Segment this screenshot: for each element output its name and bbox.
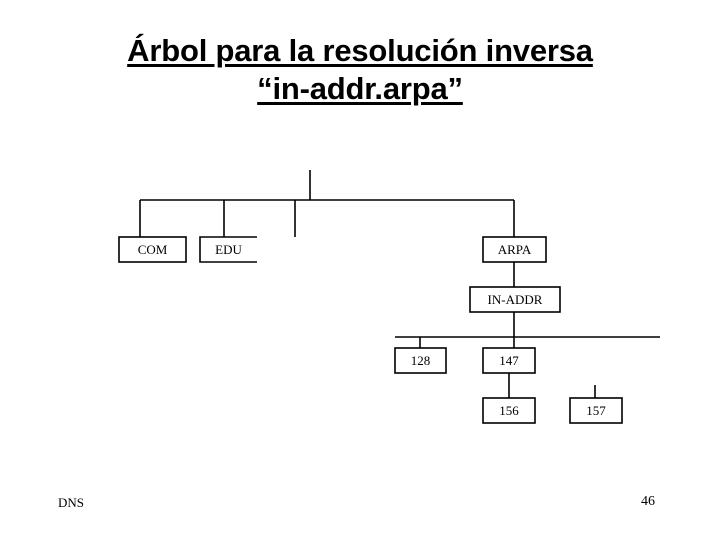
node-outline-156 — [482, 397, 536, 424]
tree-node-com[interactable]: COM — [118, 236, 187, 263]
node-outline-com — [118, 236, 187, 263]
title-line-1-text: Árbol para la resolución inversa — [127, 33, 593, 68]
node-outline-in-addr — [469, 286, 561, 313]
node-label-157: 157 — [586, 403, 606, 418]
node-label-in-addr: IN-ADDR — [488, 292, 543, 307]
tree-node-in-addr[interactable]: IN-ADDR — [469, 286, 561, 313]
node-label-arpa: ARPA — [498, 242, 532, 257]
nodes-layer: COM EDU ARPA IN-ADDR 128 147 156 157 — [118, 236, 623, 424]
page-number: 46 — [641, 494, 655, 509]
node-label-com: COM — [138, 242, 168, 257]
node-outline-arpa — [482, 236, 547, 263]
tree-node-edu[interactable]: EDU — [199, 236, 257, 263]
page-title: Árbol para la resolución inversa “in-add… — [40, 32, 680, 108]
node-label-edu: EDU — [215, 242, 242, 257]
tree-node-156[interactable]: 156 — [482, 397, 536, 424]
node-label-156: 156 — [499, 403, 519, 418]
tree-node-157[interactable]: 157 — [569, 397, 623, 424]
node-outline-128 — [394, 347, 447, 374]
node-outline-147 — [482, 347, 536, 374]
node-label-147: 147 — [499, 353, 519, 368]
tree-node-147[interactable]: 147 — [482, 347, 536, 374]
title-line-2: “in-addr.arpa” — [40, 70, 680, 108]
title-line-2-text: “in-addr.arpa” — [257, 71, 463, 106]
connectors-layer — [139, 170, 660, 398]
node-outline-edu — [199, 236, 257, 263]
node-outline-157 — [569, 397, 623, 424]
tree-node-arpa[interactable]: ARPA — [482, 236, 547, 263]
node-label-128: 128 — [411, 353, 431, 368]
footer-label: DNS — [58, 495, 85, 510]
title-line-1: Árbol para la resolución inversa — [40, 32, 680, 70]
tree-node-128[interactable]: 128 — [394, 347, 447, 374]
